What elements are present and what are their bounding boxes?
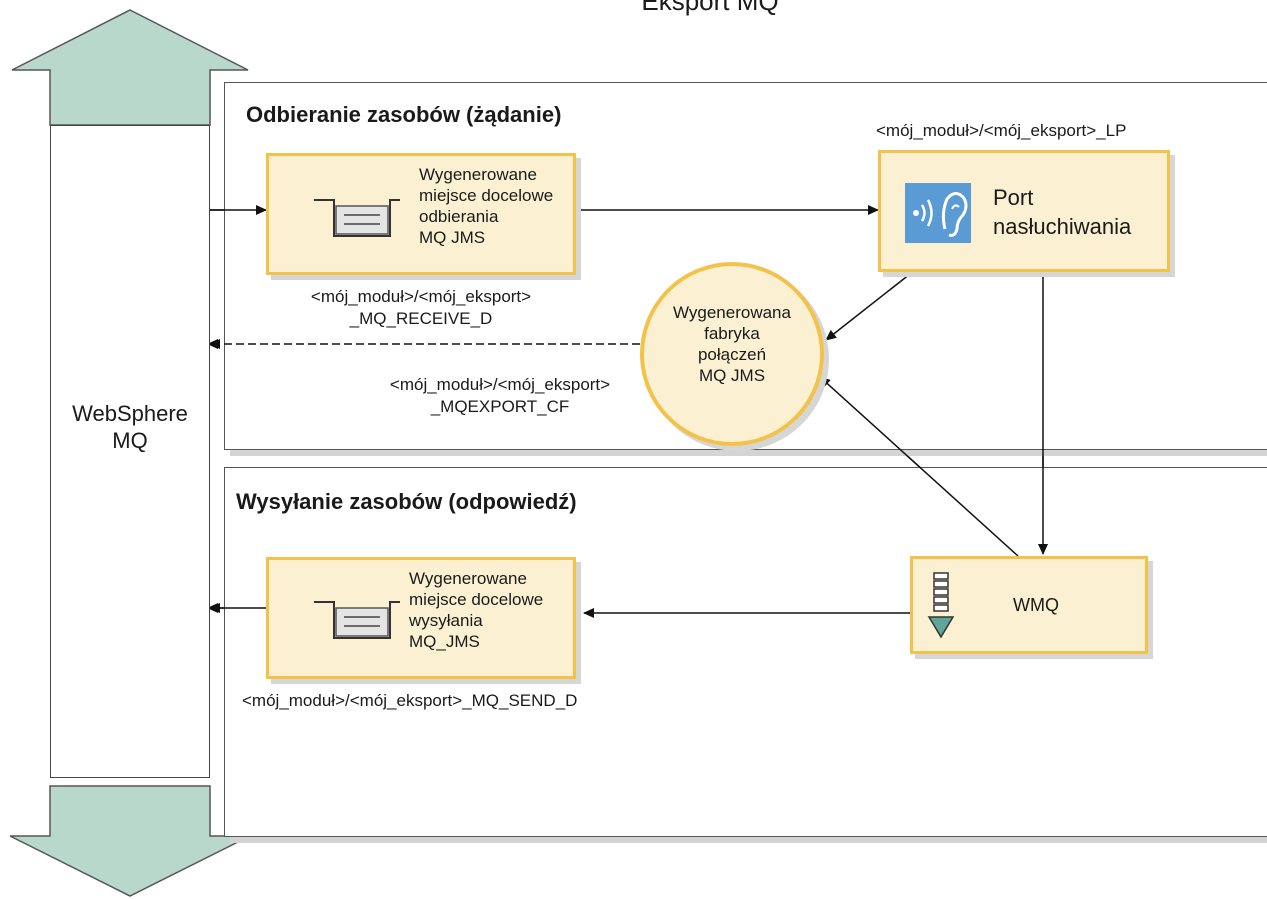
listener-ear-icon xyxy=(905,183,971,243)
connection-factory-jndi: <mój_moduł>/<mój_eksport> _MQEXPORT_CF xyxy=(340,374,660,418)
connection-factory-line4: MQ JMS xyxy=(698,366,766,385)
websphere-mq-label-line1: WebSphere xyxy=(72,401,188,426)
connection-factory-jndi-line1: <mój_moduł>/<mój_eksport> xyxy=(389,375,611,394)
queue-icon xyxy=(314,601,400,639)
connection-factory-circle[interactable]: Wygenerowana fabryka połączeń MQ JMS xyxy=(640,262,824,446)
listener-port-line2: nasłuchiwania xyxy=(993,214,1132,239)
connection-factory-line2: fabryka xyxy=(704,324,760,343)
connection-factory-jndi-line2: _MQEXPORT_CF xyxy=(430,397,570,416)
connection-factory-line1: Wygenerowana xyxy=(673,303,791,322)
receive-destination-node[interactable]: Wygenerowane miejsce docelowe odbierania… xyxy=(266,153,576,275)
websphere-mq-column xyxy=(50,125,210,778)
receive-destination-line1: Wygenerowane xyxy=(419,165,537,184)
listener-port-text: Port nasłuchiwania xyxy=(993,183,1131,241)
receive-destination-jndi-line2: _MQ_RECEIVE_D xyxy=(349,309,493,328)
send-destination-line1: Wygenerowane xyxy=(409,569,527,588)
receive-destination-line2: miejsce docelowe xyxy=(419,186,554,205)
listener-port-node[interactable]: Port nasłuchiwania xyxy=(878,150,1170,272)
send-destination-line3: wysyłania xyxy=(409,611,483,630)
receive-destination-text: Wygenerowane miejsce docelowe odbierania… xyxy=(419,164,579,248)
diagram-title: Eksport MQ xyxy=(641,0,779,16)
connection-factory-line3: połączeń xyxy=(697,345,767,364)
response-section-title: Wysyłanie zasobów (odpowiedź) xyxy=(236,489,577,514)
listener-port-line1: Port xyxy=(993,185,1034,210)
wmq-download-icon xyxy=(927,572,955,639)
request-section-title: Odbieranie zasobów (żądanie) xyxy=(246,102,562,127)
send-destination-line2: miejsce docelowe xyxy=(409,590,544,609)
wmq-node[interactable]: WMQ xyxy=(910,556,1148,654)
receive-destination-line4: MQ JMS xyxy=(419,228,486,247)
send-destination-node[interactable]: Wygenerowane miejsce docelowe wysyłania … xyxy=(266,557,576,679)
send-destination-line4: MQ_JMS xyxy=(409,632,480,651)
receive-destination-jndi: <mój_moduł>/<mój_eksport> _MQ_RECEIVE_D xyxy=(266,286,576,330)
listener-port-jndi: <mój_moduł>/<mój_eksport>_LP xyxy=(876,121,1127,140)
receive-destination-line3: odbierania xyxy=(419,207,499,226)
wmq-label: WMQ xyxy=(1013,595,1059,615)
websphere-mq-label: WebSphere MQ xyxy=(50,400,210,454)
receive-destination-jndi-line1: <mój_moduł>/<mój_eksport> xyxy=(310,287,532,306)
send-destination-jndi: <mój_moduł>/<mój_eksport>_MQ_SEND_D xyxy=(242,691,578,710)
send-destination-text: Wygenerowane miejsce docelowe wysyłania … xyxy=(409,568,579,652)
queue-icon xyxy=(314,199,400,237)
connection-factory-text: Wygenerowana fabryka połączeń MQ JMS xyxy=(644,302,820,386)
websphere-mq-label-line2: MQ xyxy=(112,428,148,453)
